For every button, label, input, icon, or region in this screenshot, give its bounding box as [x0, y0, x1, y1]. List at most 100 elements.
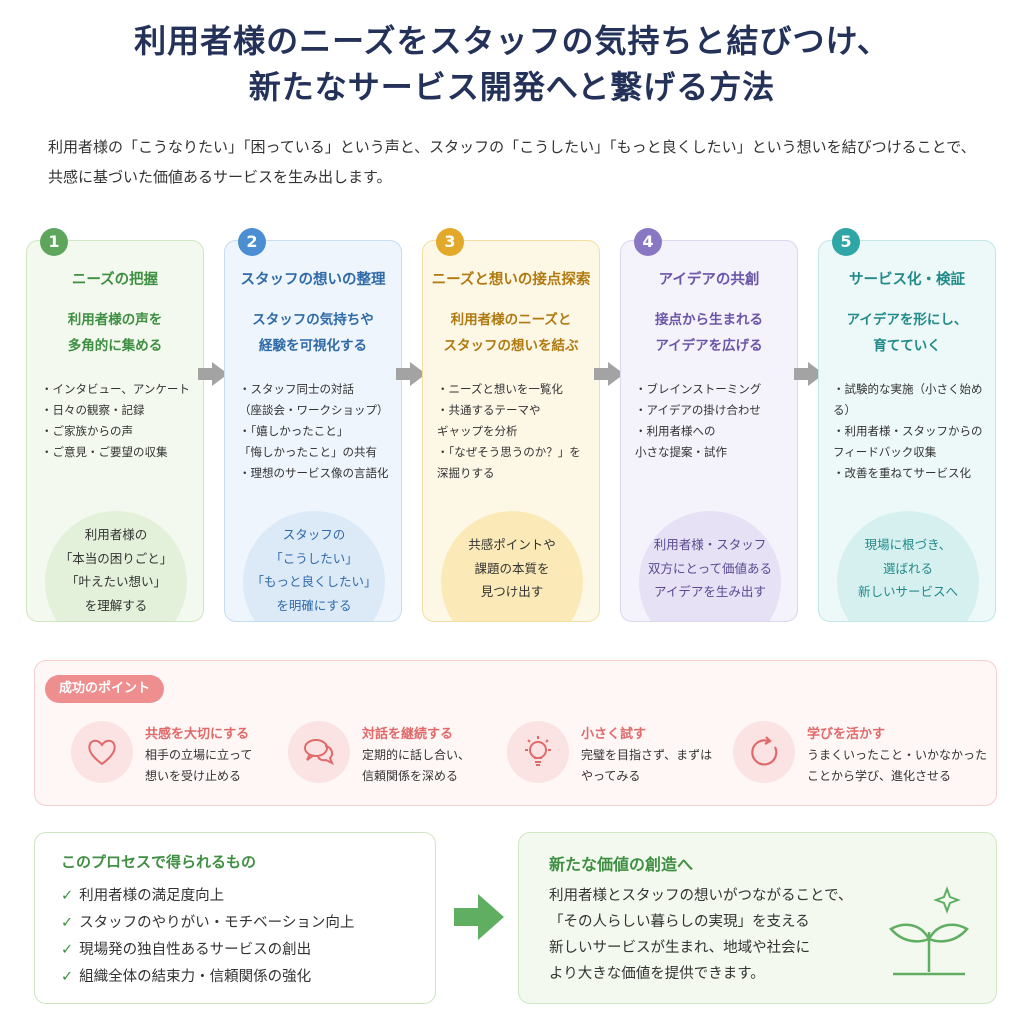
list-item: ・理想のサービス像の言語化 — [239, 466, 389, 480]
step-subtitle: アイデアを形にし、 育てていく — [827, 307, 987, 359]
step-circle-text: 利用者様の 「本当の困りごと」 「叶えたい想い」 を理解する — [41, 523, 191, 617]
point-desc-line: 信頼関係を深める — [362, 769, 459, 783]
circle-line: を理解する — [84, 597, 148, 613]
creation-title: 新たな価値の創造へ — [549, 855, 694, 874]
list-item: ・改善を重ねてサービス化 — [833, 466, 971, 480]
step-items: ・ニーズと想いを一覧化 ・共通するテーマや ギャップを分析 ・「なぜそう思うのか… — [437, 379, 593, 484]
lightbulb-icon — [507, 721, 569, 783]
list-item: ✓ 組織全体の結束力・信頼関係の強化 — [61, 964, 354, 991]
list-item: ✓ 利用者様の満足度向上 — [61, 883, 354, 910]
list-item: 小さな提案・試作 — [635, 445, 727, 459]
circle-line: 「叶えたい想い」 — [65, 574, 166, 589]
point-desc: 相手の立場に立って 想いを受け止める — [145, 745, 305, 787]
step-number-1: 1 — [40, 228, 68, 256]
circle-line: スタッフの — [282, 527, 346, 542]
cycle-icon — [733, 721, 795, 783]
check-icon: ✓ — [61, 888, 74, 904]
point-desc-line: 完璧を目指さず、まずは — [581, 748, 713, 762]
circle-line: 利用者様・スタッフ — [653, 537, 767, 552]
list-item: ・スタッフ同士の対話 — [239, 382, 354, 396]
step-subtitle-line: 利用者様の声を — [67, 312, 163, 328]
heart-icon — [71, 721, 133, 783]
benefit-text: 組織全体の結束力・信頼関係の強化 — [79, 969, 312, 985]
creation-line: 利用者様とスタッフの想いがつながることで、 — [549, 888, 853, 904]
benefit-text: 利用者様の満足度向上 — [79, 888, 225, 904]
point-desc-line: 定期的に話し合い、 — [362, 748, 471, 762]
creation-line: 「その人らしい暮らしの実現」を支える — [549, 914, 810, 930]
list-item: ✓ 現場発の独自性あるサービスの創出 — [61, 937, 354, 964]
step-circle — [837, 511, 979, 621]
list-item: （座談会・ワークショップ） — [239, 403, 389, 417]
step-subtitle-line: 育てていく — [873, 338, 941, 354]
list-item: ・インタビュー、アンケート — [41, 382, 190, 396]
benefit-text: スタッフのやりがい・モチベーション向上 — [79, 915, 355, 931]
benefits-list: ✓ 利用者様の満足度向上 ✓ スタッフのやりがい・モチベーション向上 ✓ 現場発の独自… — [61, 883, 354, 991]
list-item: 「悔しかったこと」の共有 — [239, 445, 377, 459]
step-circle — [441, 511, 583, 621]
step-title: ニーズの把握 — [71, 272, 159, 288]
step-items: ・試験的な実施（小さく始める） ・利用者様・スタッフからの フィードバック収集 … — [833, 379, 989, 484]
step-subtitle-line: 接点から生まれる — [655, 312, 763, 328]
list-item: ・ブレインストーミング — [635, 382, 762, 396]
point-desc-line: ことから学び、進化させる — [807, 769, 952, 783]
point-item: 共感を大切にする 相手の立場に立って 想いを受け止める — [71, 721, 291, 791]
step-subtitle: 利用者様の声を 多角的に集める — [35, 307, 195, 359]
step-circle — [639, 511, 781, 621]
step-card-4: アイデアの共創 接点から生まれる アイデアを広げる ・ブレインストーミング ・ア… — [620, 240, 798, 622]
lead-line-1: 利用者様の「こうなりたい」「困っている」という声と、スタッフの「こうしたい」「も… — [48, 138, 976, 156]
circle-line: 選ばれる — [882, 560, 933, 576]
step-subtitle-line: 経験を可視化する — [259, 338, 367, 354]
lead-line-2: 共感に基づいた価値あるサービスを生み出します。 — [48, 168, 392, 186]
check-icon: ✓ — [61, 942, 74, 958]
point-desc-line: やってみる — [581, 769, 641, 783]
step-items: ・インタビュー、アンケート ・日々の観察・記録 ・ご家族からの声 ・ご意見・ご要… — [41, 379, 197, 463]
step-items: ・ブレインストーミング ・アイデアの掛け合わせ ・利用者様への 小さな提案・試作 — [635, 379, 791, 463]
step-title: ニーズと想いの接点探索 — [431, 272, 591, 288]
circle-line: 課題の本質を — [474, 560, 550, 576]
page-title: 利用者様のニーズをスタッフの気持ちと結びつけ、 新たなサービス開発へと繋げる方法 — [0, 18, 1024, 110]
step-subtitle-line: アイデアを形にし、 — [846, 312, 968, 328]
step-number-4: 4 — [634, 228, 662, 256]
step-card-2: スタッフの想いの整理 スタッフの気持ちや 経験を可視化する ・スタッフ同士の対話… — [224, 240, 402, 622]
point-title: 共感を大切にする — [145, 727, 250, 742]
point-title: 対話を継続する — [362, 727, 454, 742]
check-icon: ✓ — [61, 915, 74, 931]
step-circle-text: スタッフの 「こうしたい」 「もっと良くしたい」 を明確にする — [239, 523, 389, 617]
success-points: 成功のポイント 共感を大切にする 相手の立場に立って 想いを受け止める 対話を継… — [34, 660, 997, 806]
step-subtitle-line: アイデアを広げる — [655, 338, 763, 354]
list-item: ・ご意見・ご要望の収集 — [41, 445, 168, 459]
step-subtitle: 利用者様のニーズと スタッフの想いを結ぶ — [431, 307, 591, 359]
step-subtitle-line: 多角的に集める — [67, 338, 163, 354]
list-item: ・日々の観察・記録 — [41, 403, 145, 417]
circle-line: 「こうしたい」 — [270, 550, 358, 566]
creation-line: より大きな価値を提供できます。 — [549, 966, 765, 982]
point-item: 小さく試す 完璧を目指さず、まずは やってみる — [507, 721, 727, 791]
step-card-3: ニーズと想いの接点探索 利用者様のニーズと スタッフの想いを結ぶ ・ニーズと想い… — [422, 240, 600, 622]
point-desc-line: 相手の立場に立って — [145, 748, 253, 762]
step-number-2: 2 — [238, 228, 266, 256]
lead-text: 利用者様の「こうなりたい」「困っている」という声と、スタッフの「こうしたい」「も… — [48, 132, 988, 192]
speech-bubbles-icon — [288, 721, 350, 783]
circle-line: 「本当の困りごと」 — [59, 550, 173, 566]
circle-line: アイデアを生み出す — [654, 584, 766, 599]
check-icon: ✓ — [61, 969, 74, 985]
point-desc-line: うまくいったこと・いかなかった — [807, 748, 988, 762]
point-item: 学びを活かす うまくいったこと・いかなかった ことから学び、進化させる — [733, 721, 987, 791]
step-card-1: ニーズの把握 利用者様の声を 多角的に集める ・インタビュー、アンケート ・日々… — [26, 240, 204, 622]
step-subtitle-line: 利用者様のニーズと — [450, 312, 572, 328]
step-card-5: サービス化・検証 アイデアを形にし、 育てていく ・試験的な実施（小さく始める）… — [818, 240, 996, 622]
step-number-3: 3 — [436, 228, 464, 256]
step-circle-text: 共感ポイントや 課題の本質を 見つけ出す — [437, 533, 587, 604]
creation-line: 新しいサービスが生まれ、地域や社会に — [549, 940, 811, 956]
benefit-text: 現場発の独自性あるサービスの創出 — [79, 942, 312, 958]
list-item: ・「なぜそう思うのか？」を — [437, 445, 581, 459]
step-title: サービス化・検証 — [849, 272, 965, 288]
process-steps: ニーズの把握 利用者様の声を 多角的に集める ・インタビュー、アンケート ・日々… — [26, 228, 998, 622]
list-item: ・ニーズと想いを一覧化 — [437, 382, 563, 396]
list-item: フィードバック収集 — [833, 445, 937, 459]
point-desc: うまくいったこと・いかなかった ことから学び、進化させる — [807, 745, 1007, 787]
list-item: ・ご家族からの声 — [41, 424, 133, 438]
list-item: ・アイデアの掛け合わせ — [635, 403, 761, 417]
circle-line: 双方にとって価値ある — [647, 560, 772, 576]
circle-line: 利用者様の — [84, 527, 148, 542]
